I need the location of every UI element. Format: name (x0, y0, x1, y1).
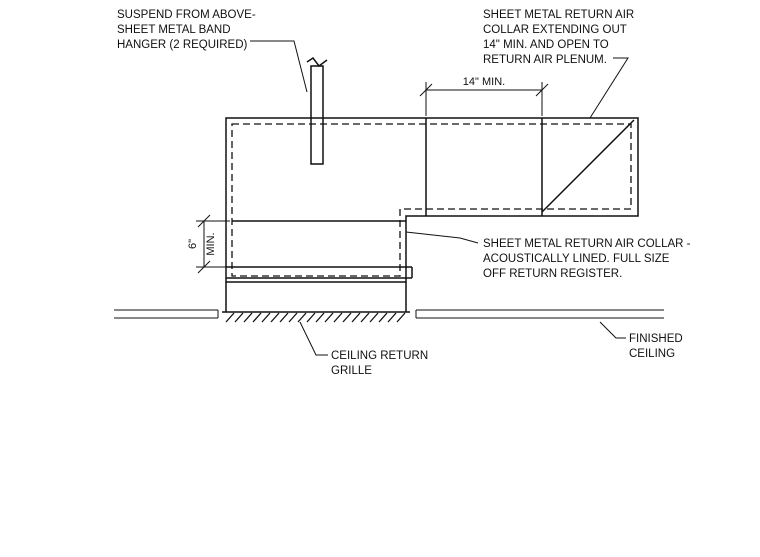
grille-hatch-mark (279, 312, 289, 323)
note-finished-ceiling: FINISHED CEILING (629, 333, 686, 360)
note-extending-collar: SHEET METAL RETURN AIR COLLAR EXTENDING … (483, 9, 637, 66)
grille-hatch-mark (351, 312, 361, 323)
grille-hatch-mark (360, 312, 370, 323)
grille-hatch-mark (387, 312, 397, 323)
finished-ceiling (114, 309, 664, 319)
grille-hatch-mark (396, 312, 406, 323)
dimension-14-label: 14" MIN. (463, 76, 505, 88)
grille-hatch-mark (261, 312, 271, 323)
dimension-6-min: 6" MIN. (187, 214, 230, 274)
grille-hatch-mark (378, 312, 388, 323)
grille-hatch-mark (333, 312, 343, 323)
grille-hatch-mark (369, 312, 379, 323)
grille-hatch-mark (342, 312, 352, 323)
hanger-leader (250, 40, 308, 93)
ceiling-return-grille (222, 311, 410, 323)
hanger-break-mark (306, 56, 328, 68)
note-ceiling-grille: CEILING RETURN GRILLE (331, 350, 431, 377)
grille-hatch-mark (234, 312, 244, 323)
lined-collar-leader (405, 231, 479, 244)
grille-hatch-mark (225, 312, 235, 323)
grille-hatch-mark (252, 312, 262, 323)
dimension-14-min: 14" MIN. (419, 76, 549, 116)
grille-hatch-mark (324, 312, 334, 323)
extending-collar-leader (589, 57, 629, 119)
note-hanger: SUSPEND FROM ABOVE- SHEET METAL BAND HAN… (117, 9, 259, 51)
dimension-6-unit: MIN. (205, 232, 217, 255)
grille-hatch-mark (270, 312, 280, 323)
grille-leader (299, 321, 328, 356)
grille-hatch-mark (297, 312, 307, 323)
grille-hatch-mark (288, 312, 298, 323)
grille-hatch-mark (243, 312, 253, 323)
band-hanger (310, 65, 324, 165)
grille-hatch-mark (315, 312, 325, 323)
dimension-6-value: 6" (187, 239, 199, 249)
plenum-opening-line (541, 119, 635, 213)
grille-hatch-mark (306, 312, 316, 323)
finished-ceiling-leader (599, 321, 626, 339)
note-lined-collar: SHEET METAL RETURN AIR COLLAR - ACOUSTIC… (483, 238, 694, 280)
